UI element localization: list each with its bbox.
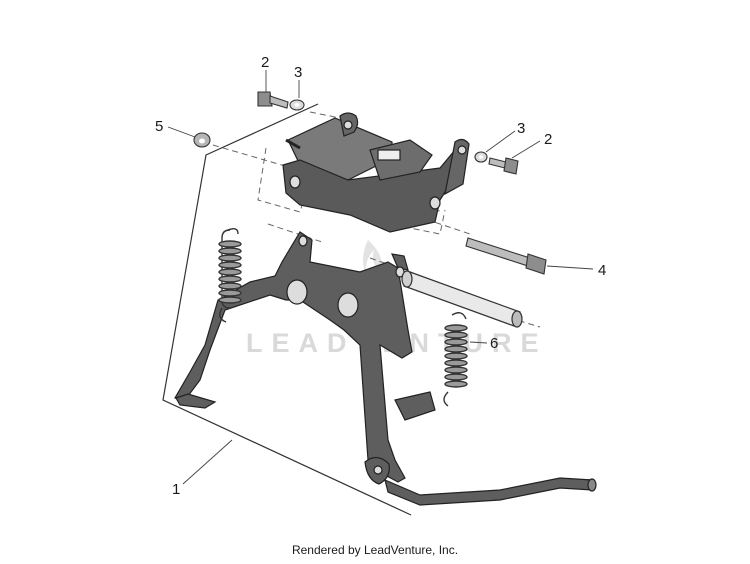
callout-3-right: 3 (517, 120, 525, 137)
bolt-right (488, 157, 519, 175)
callout-1: 1 (172, 481, 180, 498)
callout-5: 5 (155, 118, 163, 135)
nut-left (193, 132, 211, 148)
leader-lines (167, 70, 594, 485)
callout-2-right: 2 (544, 131, 552, 148)
watermark-logo-icon (363, 240, 382, 280)
callout-labels: 1 2 3 5 3 2 4 6 (155, 54, 606, 498)
washer-top-left (289, 99, 305, 111)
callout-2-top: 2 (261, 54, 269, 71)
pivot-bolt (465, 237, 547, 275)
mounting-bracket (282, 112, 470, 233)
bolt-top-left (257, 91, 289, 109)
washer-right (474, 151, 488, 163)
pivot-tube (401, 270, 523, 328)
spring-left (218, 227, 242, 323)
spring-right (443, 312, 468, 407)
callout-3-top: 3 (294, 64, 302, 81)
callout-6: 6 (490, 335, 498, 352)
callout-4: 4 (598, 262, 606, 279)
render-credit: Rendered by LeadVenture, Inc. (291, 543, 459, 557)
assembly-outline (162, 103, 412, 516)
